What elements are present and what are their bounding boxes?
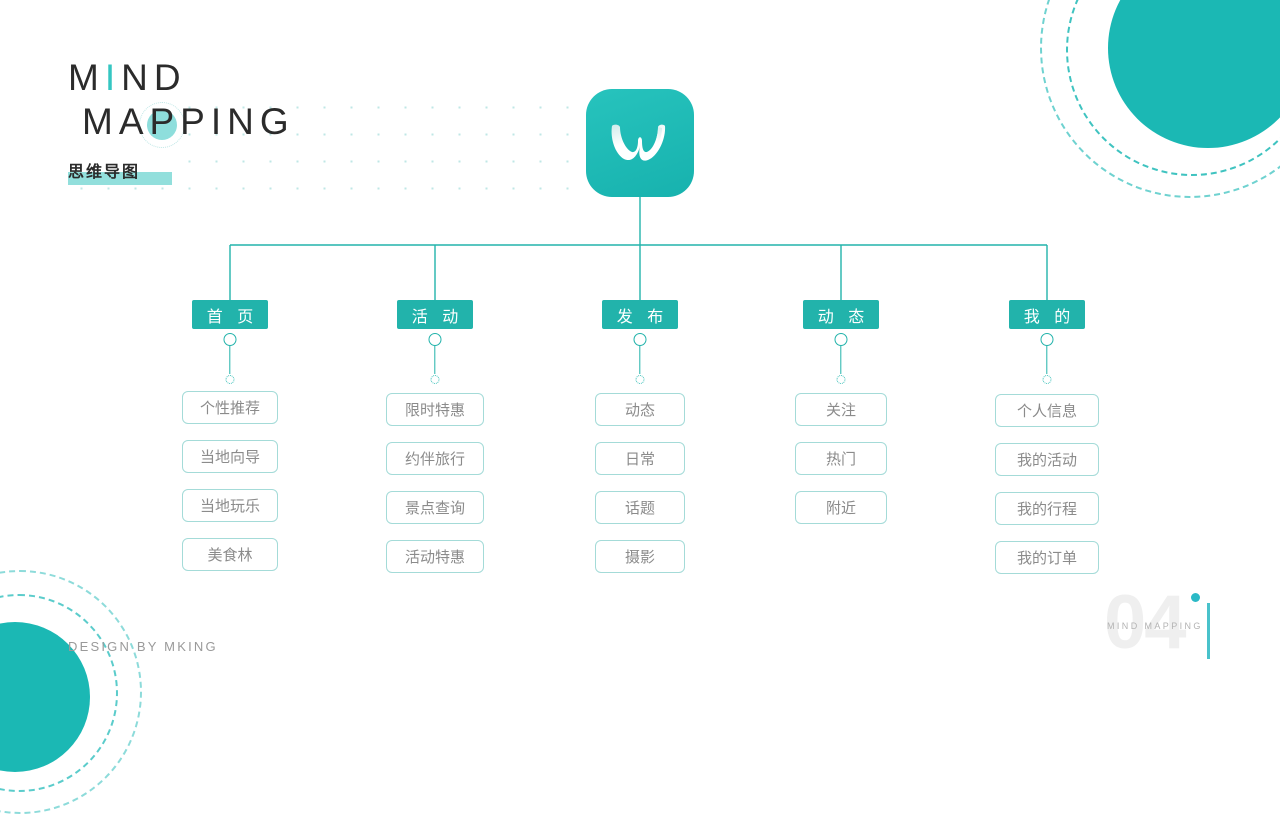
branch-column-mine: 我 的 个人信息 我的活动 我的行程 我的订单: [957, 300, 1137, 590]
leaf-item[interactable]: 话题: [595, 491, 685, 524]
stem-dot-icon: [836, 375, 846, 384]
leaf-item[interactable]: 活动特惠: [386, 540, 484, 573]
root-node-app-logo[interactable]: [586, 89, 694, 197]
stem-circle-icon: [633, 333, 647, 346]
page-subtitle: 思维导图: [68, 164, 141, 181]
branch-column-feed: 动 态 关注 热门 附近: [751, 300, 931, 540]
stem-line: [840, 346, 842, 374]
leaf-item[interactable]: 美食林: [182, 538, 278, 571]
leaf-item[interactable]: 限时特惠: [386, 393, 484, 426]
title-letter-i-accent: I: [104, 57, 122, 98]
leaf-item[interactable]: 我的订单: [995, 541, 1099, 574]
stem-line: [229, 346, 231, 374]
page-number-block: 04 MIND MAPPING: [1104, 585, 1222, 665]
category-header-home[interactable]: 首 页: [192, 300, 268, 329]
stem-line: [434, 346, 436, 374]
title-letter-nd: ND: [121, 57, 187, 98]
category-header-feed[interactable]: 动 态: [803, 300, 879, 329]
connector-lines: [229, 197, 1048, 300]
leaf-item[interactable]: 附近: [795, 491, 887, 524]
footer-credit: DESIGN BY MKING: [68, 639, 218, 654]
page-title-line1: MIND: [68, 56, 295, 100]
leaf-item[interactable]: 我的活动: [995, 443, 1099, 476]
branch-column-home: 首 页 个性推荐 当地向导 当地玩乐 美食林: [140, 300, 320, 587]
leaf-item[interactable]: 日常: [595, 442, 685, 475]
stem-dot-icon: [1042, 375, 1052, 384]
page-title-line2: MAPPING: [82, 101, 295, 142]
subtitle-highlight-bar: [68, 172, 172, 185]
w-logo-icon: [611, 124, 666, 161]
stem-circle-icon: [428, 333, 442, 346]
stem-line: [1046, 346, 1048, 374]
stem-dot-icon: [430, 375, 440, 384]
leaf-item[interactable]: 个人信息: [995, 394, 1099, 427]
title-accent-circle-icon: [147, 110, 177, 140]
category-header-publish[interactable]: 发 布: [602, 300, 678, 329]
page-accent-dot-icon: [1191, 593, 1200, 602]
stem-connector-home: [140, 329, 320, 391]
category-header-activity[interactable]: 活 动: [397, 300, 473, 329]
title-letter-m: M: [68, 57, 105, 98]
branch-column-activity: 活 动 限时特惠 约伴旅行 景点查询 活动特惠: [345, 300, 525, 589]
page-number: 04: [1104, 580, 1187, 665]
leaf-item[interactable]: 我的行程: [995, 492, 1099, 525]
leaf-item[interactable]: 摄影: [595, 540, 685, 573]
title-accent-ring-icon: [139, 102, 185, 148]
leaf-item[interactable]: 当地玩乐: [182, 489, 278, 522]
leaf-item[interactable]: 个性推荐: [182, 391, 278, 424]
stem-circle-icon: [1040, 333, 1054, 346]
leaf-item[interactable]: 动态: [595, 393, 685, 426]
stem-circle-icon: [834, 333, 848, 346]
title-block: MIND MAPPING: [68, 56, 295, 144]
stem-connector-mine: [957, 329, 1137, 391]
page-number-label: MIND MAPPING: [1107, 621, 1203, 631]
stem-line: [639, 346, 641, 374]
stem-circle-icon: [223, 333, 237, 346]
stem-dot-icon: [635, 375, 645, 384]
stem-connector-activity: [345, 329, 525, 391]
leaf-item[interactable]: 当地向导: [182, 440, 278, 473]
leaf-item[interactable]: 景点查询: [386, 491, 484, 524]
leaf-item[interactable]: 约伴旅行: [386, 442, 484, 475]
stem-dot-icon: [225, 375, 235, 384]
stem-connector-publish: [550, 329, 730, 391]
category-header-mine[interactable]: 我 的: [1009, 300, 1085, 329]
branch-column-publish: 发 布 动态 日常 话题 摄影: [550, 300, 730, 589]
mindmap-columns: 首 页 个性推荐 当地向导 当地玩乐 美食林 活 动 限时特惠 约伴旅行 景点查…: [140, 300, 1137, 590]
leaf-item[interactable]: 关注: [795, 393, 887, 426]
subtitle-block: 思维导图: [68, 158, 172, 185]
page-accent-bar: [1207, 603, 1210, 659]
stem-connector-feed: [751, 329, 931, 391]
leaf-item[interactable]: 热门: [795, 442, 887, 475]
dot-grid-pattern: [176, 94, 580, 194]
